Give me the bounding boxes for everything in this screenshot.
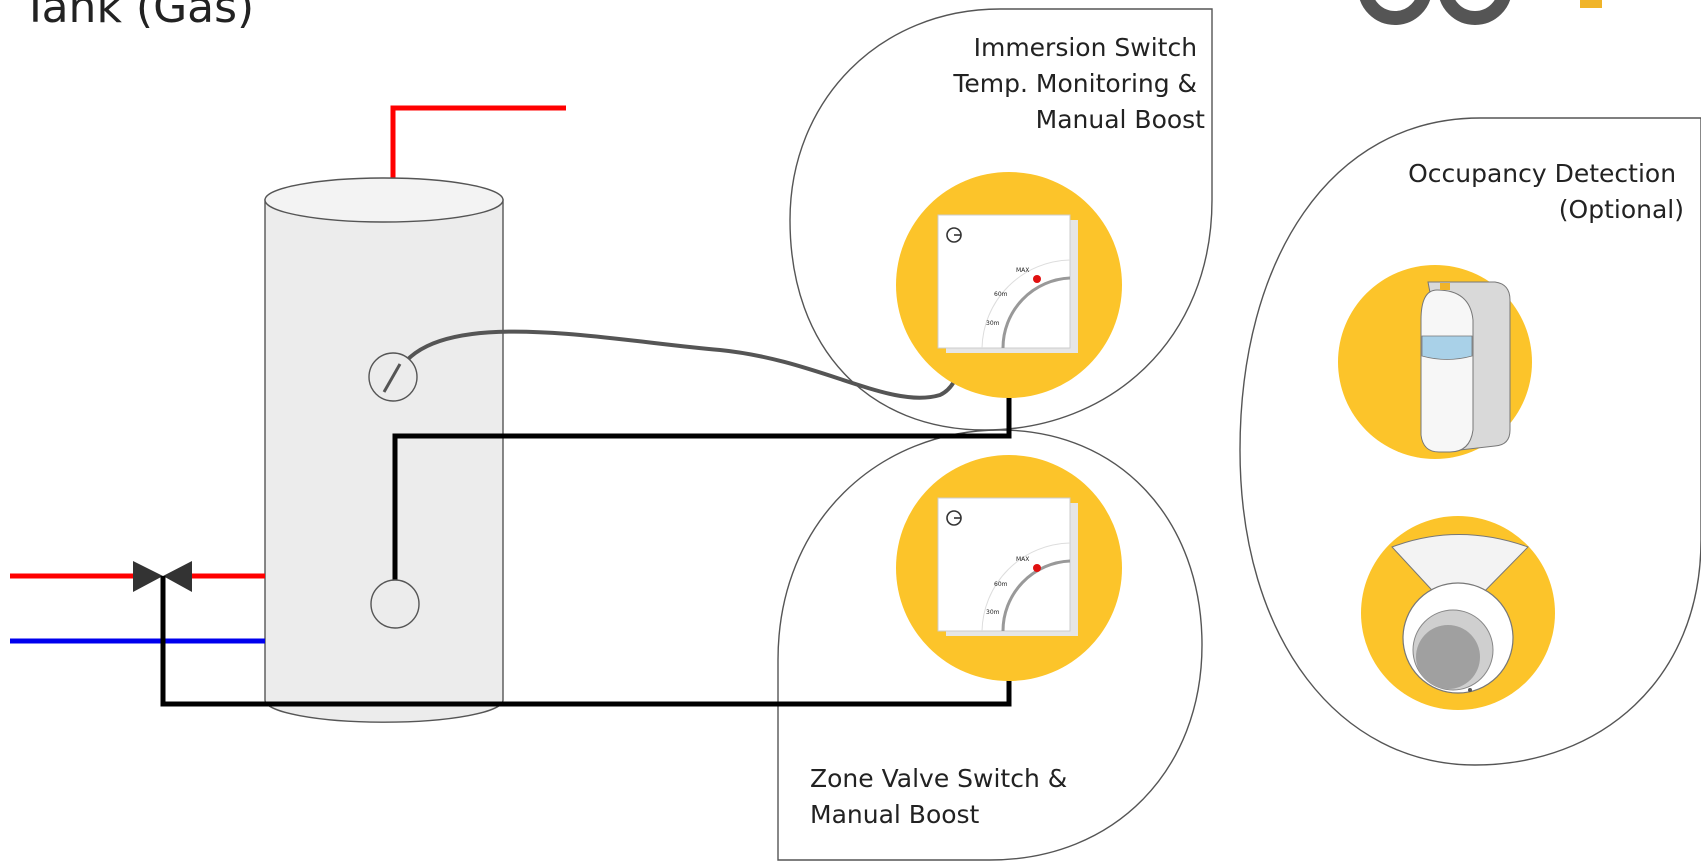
- temperature-sensor-pocket: [368, 352, 418, 402]
- logo-icon: [1360, 0, 1602, 25]
- boost-led: [1033, 275, 1041, 283]
- ceiling-sensor-icon: [1361, 516, 1555, 710]
- power-icon: [946, 510, 962, 526]
- water-tank: [264, 177, 504, 723]
- zone-valve-icon: [133, 561, 192, 592]
- switch-label-60m: 60m: [994, 291, 1008, 298]
- boost-led: [1033, 564, 1041, 572]
- switch-label-60m: 60m: [994, 581, 1008, 588]
- zone-valve-callout-bubble: [777, 429, 1203, 861]
- switch-label-30m: 30m: [986, 320, 1000, 327]
- occupancy-callout-label: Occupancy Detection (Optional): [1408, 159, 1684, 224]
- power-icon: [946, 227, 962, 243]
- immersion-callout-bubble: [789, 8, 1213, 431]
- zone-valve-switch-device: MAX 60m 30m: [896, 455, 1122, 681]
- switch-label-30m: 30m: [986, 609, 1000, 616]
- pir-sensor-icon: [1338, 265, 1532, 459]
- switch-label-max: MAX: [1016, 267, 1029, 274]
- temperature-sensor-cable: [391, 329, 964, 400]
- occupancy-callout-bubble: [1239, 117, 1701, 766]
- immersion-heater-port: [370, 579, 420, 629]
- zone-valve-callout-label: Zone Valve Switch & Manual Boost: [810, 764, 1075, 829]
- hot-outlet-pipe: [390, 105, 566, 212]
- immersion-callout-label: Immersion Switch Temp. Monitoring & Manu…: [952, 33, 1205, 134]
- diagram-title: Tank (Gas): [21, 0, 254, 33]
- switch-label-max: MAX: [1016, 556, 1029, 563]
- immersion-switch-device: MAX 60m 30m: [896, 172, 1122, 398]
